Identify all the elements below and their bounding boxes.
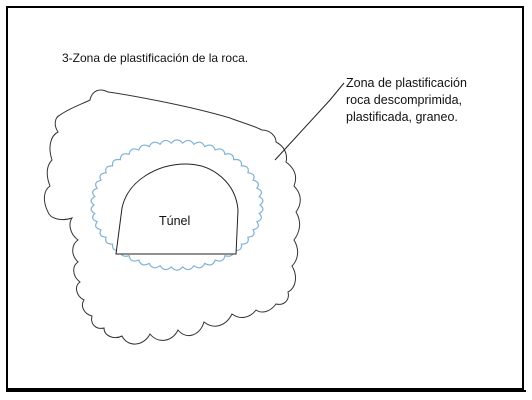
annotation-line-1: Zona de plastificación — [346, 76, 467, 90]
annotation-leader-line — [274, 82, 345, 161]
diagram-title: 3-Zona de plastificación de la roca. — [62, 51, 248, 65]
annotation-line-3: plastificada, graneo. — [346, 110, 458, 124]
inner-plastic-zone-boundary — [90, 139, 264, 271]
slide-bottom-strip — [6, 390, 526, 400]
tunnel-outline — [115, 163, 239, 255]
tunnel-label: Túnel — [159, 214, 190, 228]
outer-plastic-zone-boundary — [43, 89, 301, 345]
annotation-line-2: roca descomprimida, — [346, 93, 462, 107]
